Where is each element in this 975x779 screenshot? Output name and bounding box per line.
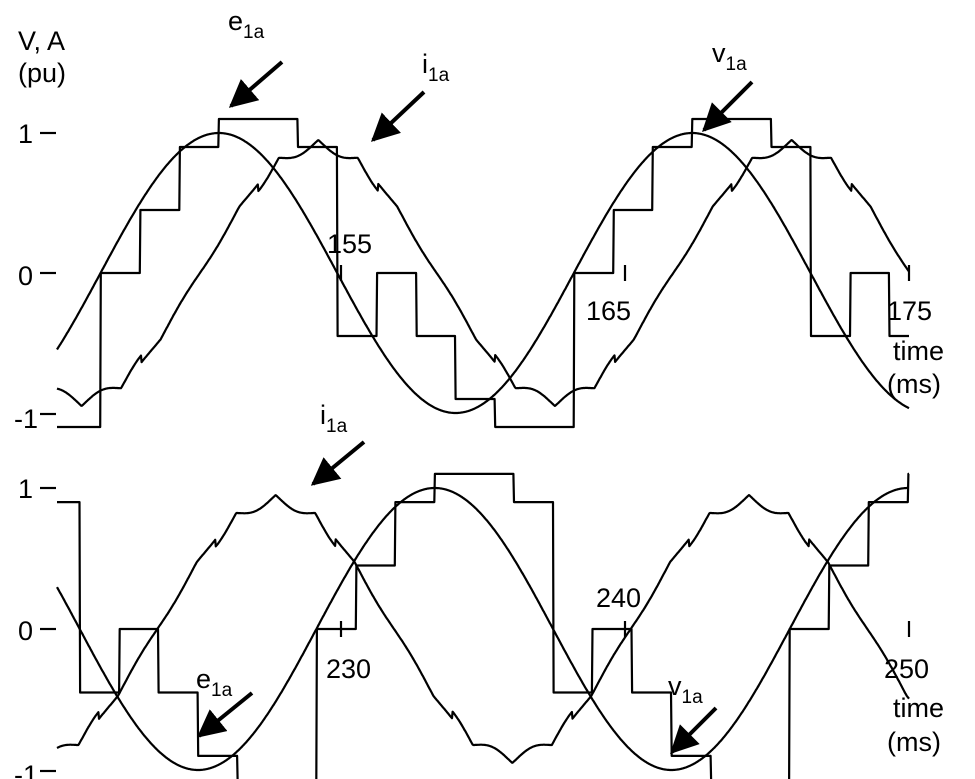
- x-tick-label-240: 240: [596, 583, 641, 613]
- y-tick-label-minus1: -1: [14, 404, 38, 434]
- annotation-i1a-bottom-letter: i: [320, 400, 326, 430]
- y-tick-label-minus1-bottom: -1: [14, 760, 38, 779]
- x-axis-label-line1: time: [893, 336, 944, 366]
- annotation-arrow-v1a-bottom: [670, 706, 718, 754]
- series-line-v1a-bottom: [56, 486, 910, 772]
- x-axis-label-line2: (ms): [887, 369, 941, 399]
- y-tick-label-1: 1: [18, 119, 33, 149]
- y-tick-label-1-bottom: 1: [18, 474, 33, 504]
- annotation-i1a-top-subscript: 1a: [428, 65, 450, 86]
- annotation-e1a-bottom-subscript: 1a: [211, 680, 233, 701]
- x-tick-label-165: 165: [586, 296, 631, 326]
- series-line-e1a-top: [56, 117, 910, 429]
- series-line-i1a-top: [56, 139, 910, 407]
- annotation-v1a-bottom: v1a: [668, 671, 703, 708]
- annotation-v1a-top-letter: v: [712, 38, 726, 68]
- y-tick-label-0-bottom: 0: [18, 616, 33, 646]
- annotation-v1a-top-subscript: 1a: [726, 54, 748, 75]
- top-panel: V, A (pu) 1 0 -1 155 165 175 time (ms) e…: [14, 6, 944, 434]
- annotation-i1a-top: i1a: [422, 49, 450, 86]
- annotation-i1a-bottom-subscript: 1a: [326, 416, 348, 437]
- x-tick-label-230: 230: [326, 654, 371, 684]
- annotation-e1a-top-letter: e: [228, 6, 243, 36]
- annotation-e1a-top: e1a: [228, 6, 265, 43]
- series-line-v1a-top: [56, 131, 910, 415]
- y-tick-label-0: 0: [18, 261, 33, 291]
- annotation-i1a-top-letter: i: [422, 49, 428, 79]
- series-line-e1a-bottom: [56, 472, 910, 779]
- annotation-arrow-i1a-top: [370, 90, 426, 142]
- annotation-e1a-bottom: e1a: [196, 664, 233, 701]
- annotation-arrow-v1a-top: [702, 80, 754, 132]
- y-axis-label-line2: (pu): [18, 58, 66, 88]
- series-line-i1a-bottom: [56, 494, 910, 764]
- annotation-v1a-bottom-letter: v: [668, 671, 682, 701]
- x-axis-label-line1-bottom: time: [893, 693, 944, 723]
- annotation-e1a-bottom-letter: e: [196, 664, 211, 694]
- y-axis-label-line1: V, A: [18, 26, 65, 56]
- x-tick-label-175: 175: [887, 296, 932, 326]
- x-tick-label-155: 155: [327, 229, 372, 259]
- annotation-arrow-e1a-bottom: [196, 691, 254, 738]
- annotation-i1a-bottom: i1a: [320, 400, 348, 437]
- bottom-panel: 1 0 -1 230 240 250 time (ms) i1a e1a v1a: [14, 400, 944, 779]
- annotation-v1a-bottom-subscript: 1a: [682, 687, 704, 708]
- x-tick-label-250: 250: [884, 654, 929, 684]
- annotation-e1a-top-subscript: 1a: [243, 22, 265, 43]
- annotation-arrow-e1a-top: [228, 60, 284, 108]
- x-axis-label-line2-bottom: (ms): [887, 727, 941, 757]
- annotation-arrow-i1a-bottom: [310, 440, 366, 486]
- annotation-v1a-top: v1a: [712, 38, 747, 75]
